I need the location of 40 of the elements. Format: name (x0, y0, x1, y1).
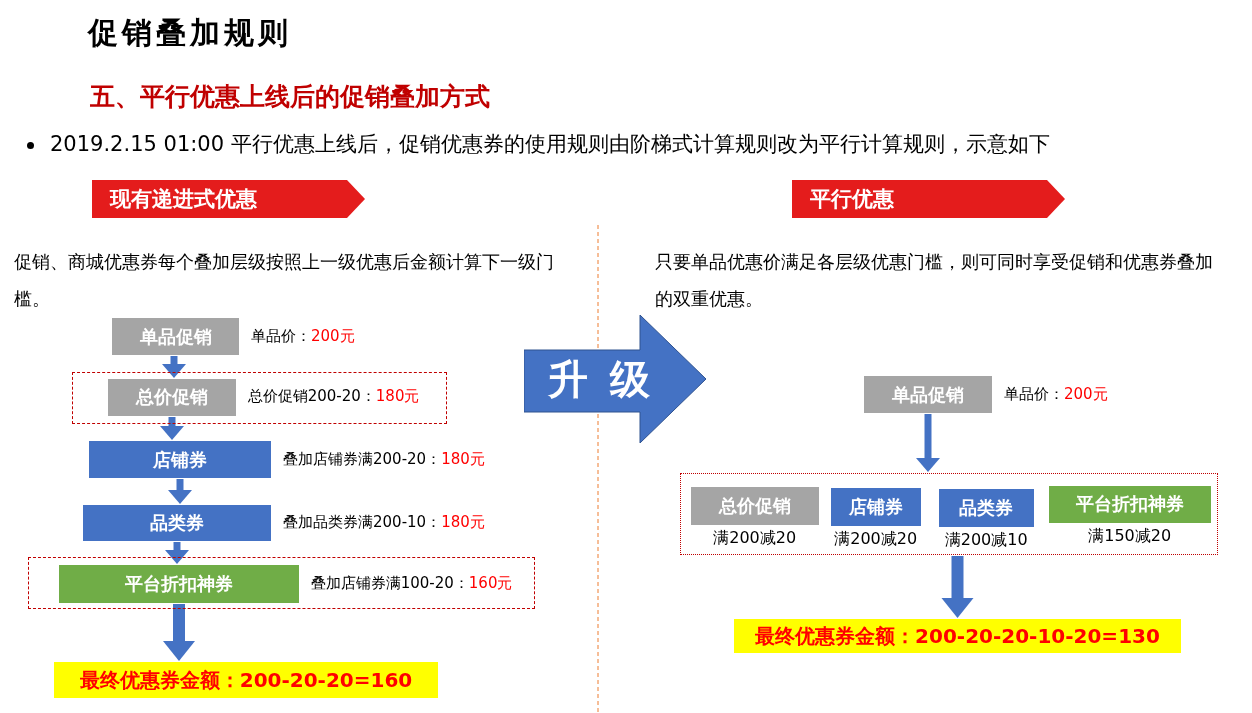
arrow (168, 479, 192, 504)
paragraph: 只要单品优惠价满足各层级优惠门槛，则可同时享受促销和优惠券叠加的双重优惠。 (655, 250, 1214, 311)
subtitle: 五、平行优惠上线后的促销叠加方式 (90, 81, 490, 113)
coupon-box: 平台折扣神券 (1048, 485, 1211, 523)
arrow (162, 356, 186, 378)
result-box: 最终优惠券金额：200-20-20=160 (54, 662, 438, 698)
upgrade-arrow: 升 级 (524, 315, 706, 443)
promo-box: 总价促销 (107, 378, 236, 416)
promo-box: 总价促销 (690, 486, 819, 525)
title: 促销叠加规则 (88, 14, 292, 52)
dotted-frame (680, 473, 1218, 555)
banner: 现有递进式优惠 (92, 180, 365, 218)
coupon-box: 品类券 (83, 505, 271, 541)
price-text: 满150减20 (1087, 525, 1173, 547)
dashed-frame (28, 557, 535, 609)
price-text: 叠加店铺券满200-20：180元 (283, 449, 485, 469)
coupon-box: 品类券 (938, 488, 1034, 527)
result-box: 最终优惠券金额：200-20-20-10-20=130 (734, 619, 1181, 653)
price-text: 满200减20 (833, 528, 919, 550)
price-text: 单品价：200元 (1004, 384, 1108, 404)
price-text: 单品价：200元 (251, 326, 355, 346)
bullet-text: 2019.2.15 01:00 平行优惠上线后，促销优惠券的使用规则由阶梯式计算规则改为平行计算规则，示意如下 (50, 131, 1050, 158)
promo-box: 单品促销 (864, 376, 992, 413)
price-text: 总价促销200-20：180元 (247, 387, 420, 407)
coupon-box: 平台折扣神券 (58, 564, 299, 603)
price-text: 叠加品类券满200-10：180元 (283, 513, 485, 532)
price-text: 叠加店铺券满100-20：160元 (310, 573, 513, 593)
arrow (163, 604, 195, 661)
dashed-frame (72, 372, 447, 424)
promo-box: 单品促销 (112, 318, 239, 355)
coupon-box: 店铺券 (830, 487, 921, 526)
arrow (160, 417, 184, 440)
paragraph: 促销、商城优惠券每个叠加层级按照上一级优惠后金额计算下一级门槛。 (14, 250, 555, 311)
price-text: 满200减20 (712, 527, 798, 549)
arrow (916, 414, 940, 472)
banner: 平行优惠 (792, 180, 1065, 218)
arrow (941, 556, 974, 618)
price-text: 满200减10 (943, 529, 1029, 551)
arrow (165, 542, 189, 564)
coupon-box: 店铺券 (89, 441, 271, 478)
